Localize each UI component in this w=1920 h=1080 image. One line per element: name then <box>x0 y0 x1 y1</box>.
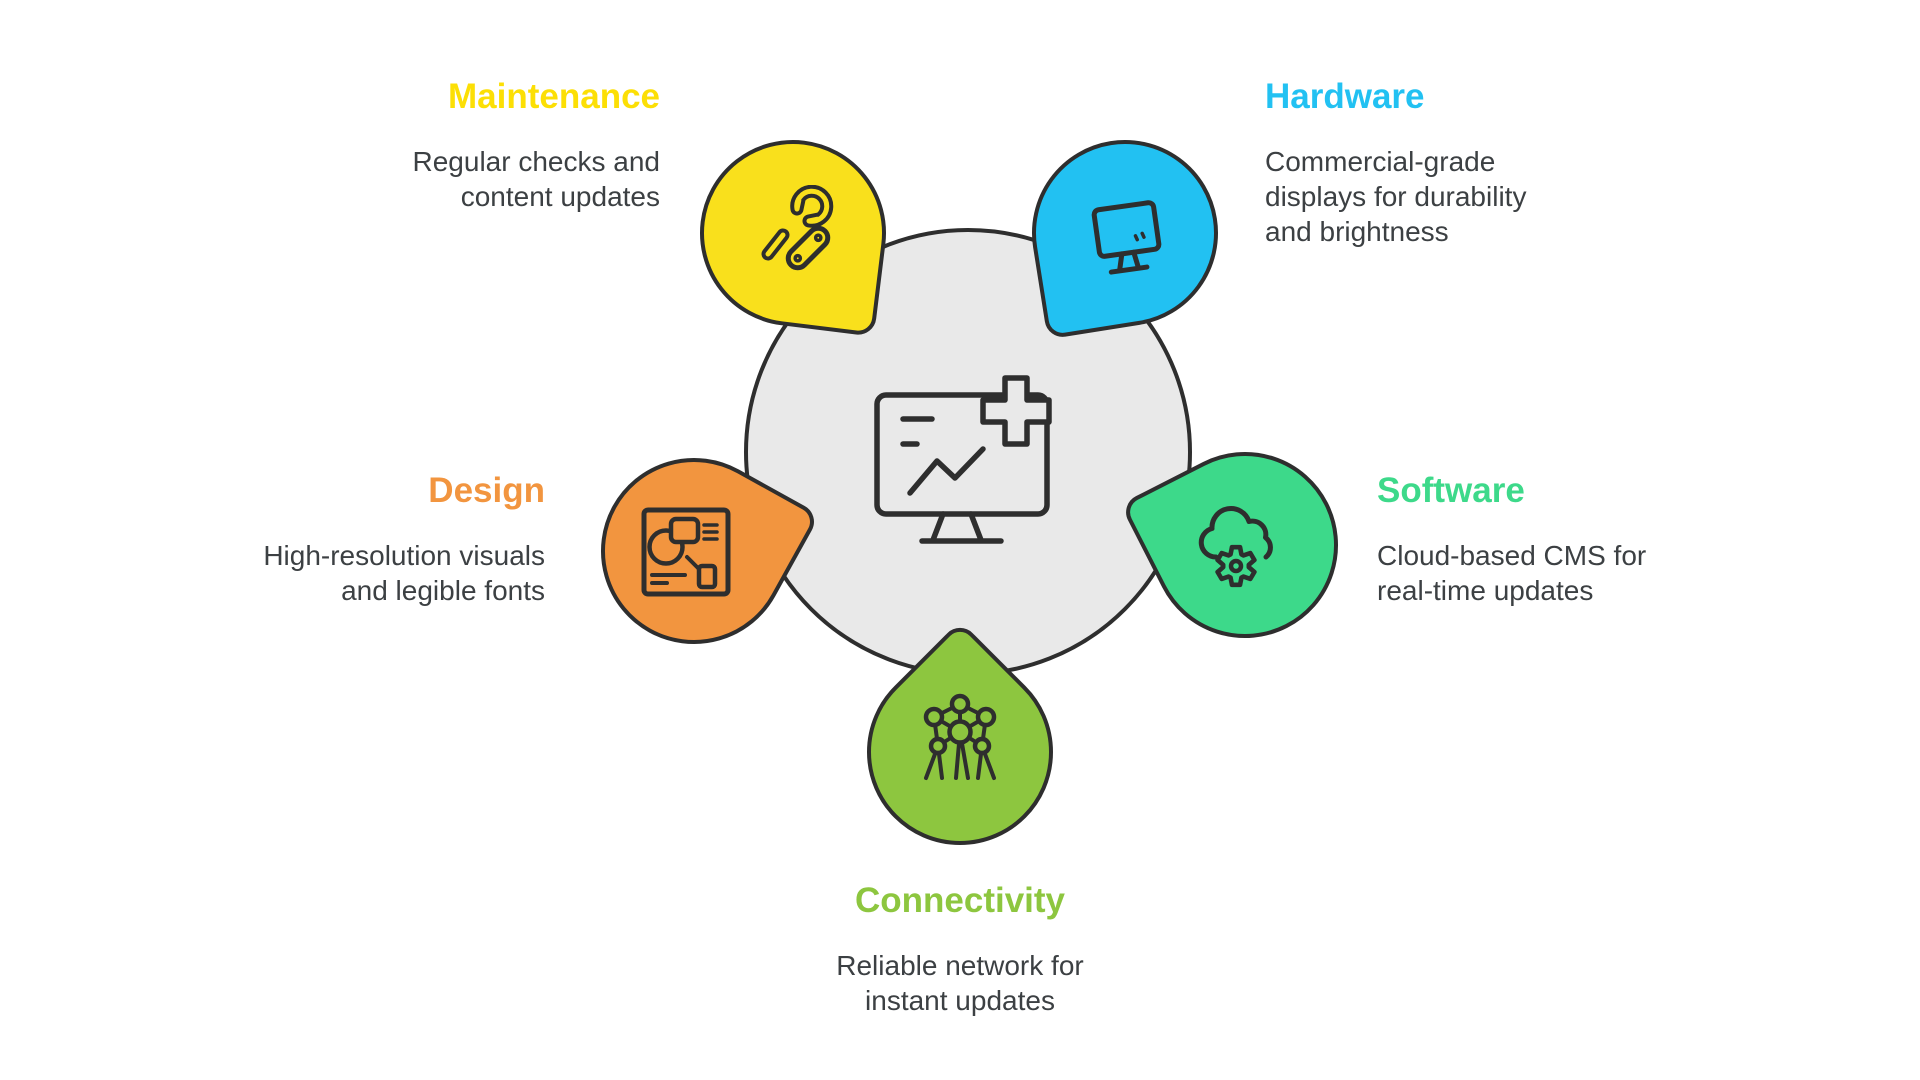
design-label: Design High-resolution visuals and legib… <box>145 470 545 608</box>
software-description: Cloud-based CMS for real-time updates <box>1377 538 1777 608</box>
desc-line: Commercial-grade <box>1265 146 1496 177</box>
desc-line: and brightness <box>1265 216 1449 247</box>
desc-line: instant updates <box>865 985 1055 1016</box>
desc-line: real-time updates <box>1377 575 1594 606</box>
maintenance-label: Maintenance Regular checks and content u… <box>260 76 660 214</box>
desc-line: and legible fonts <box>341 575 545 606</box>
layout-mockup-icon <box>641 507 731 597</box>
signage-monitor-plus-icon <box>874 375 1052 544</box>
hardware-title: Hardware <box>1265 77 1425 116</box>
connectivity-description: Reliable network for instant updates <box>760 948 1160 1018</box>
desc-line: Regular checks and <box>412 146 660 177</box>
desc-line: content updates <box>460 181 660 212</box>
desc-line: Reliable network for <box>836 950 1084 981</box>
desc-line: Cloud-based CMS for <box>1377 540 1647 571</box>
design-description: High-resolution visuals and legible font… <box>145 538 545 608</box>
software-label: Software Cloud-based CMS for real-time u… <box>1377 470 1777 608</box>
maintenance-description: Regular checks and content updates <box>260 144 660 214</box>
cloud-gear-icon <box>1198 506 1273 588</box>
connectivity-title: Connectivity <box>854 881 1066 920</box>
desc-line: High-resolution visuals <box>263 540 545 571</box>
hardware-label: Hardware Commercial-grade displays for d… <box>1265 76 1665 249</box>
maintenance-title: Maintenance <box>448 77 660 116</box>
desc-line: displays for durability <box>1265 181 1527 212</box>
display-monitor-icon <box>1091 200 1162 275</box>
software-title: Software <box>1377 471 1525 510</box>
design-title: Design <box>428 471 545 510</box>
network-nodes-icon <box>923 693 997 780</box>
connectivity-label: Connectivity Reliable network for instan… <box>760 880 1160 1018</box>
wrench-tools-icon <box>761 185 834 271</box>
hardware-description: Commercial-grade displays for durability… <box>1265 144 1665 249</box>
